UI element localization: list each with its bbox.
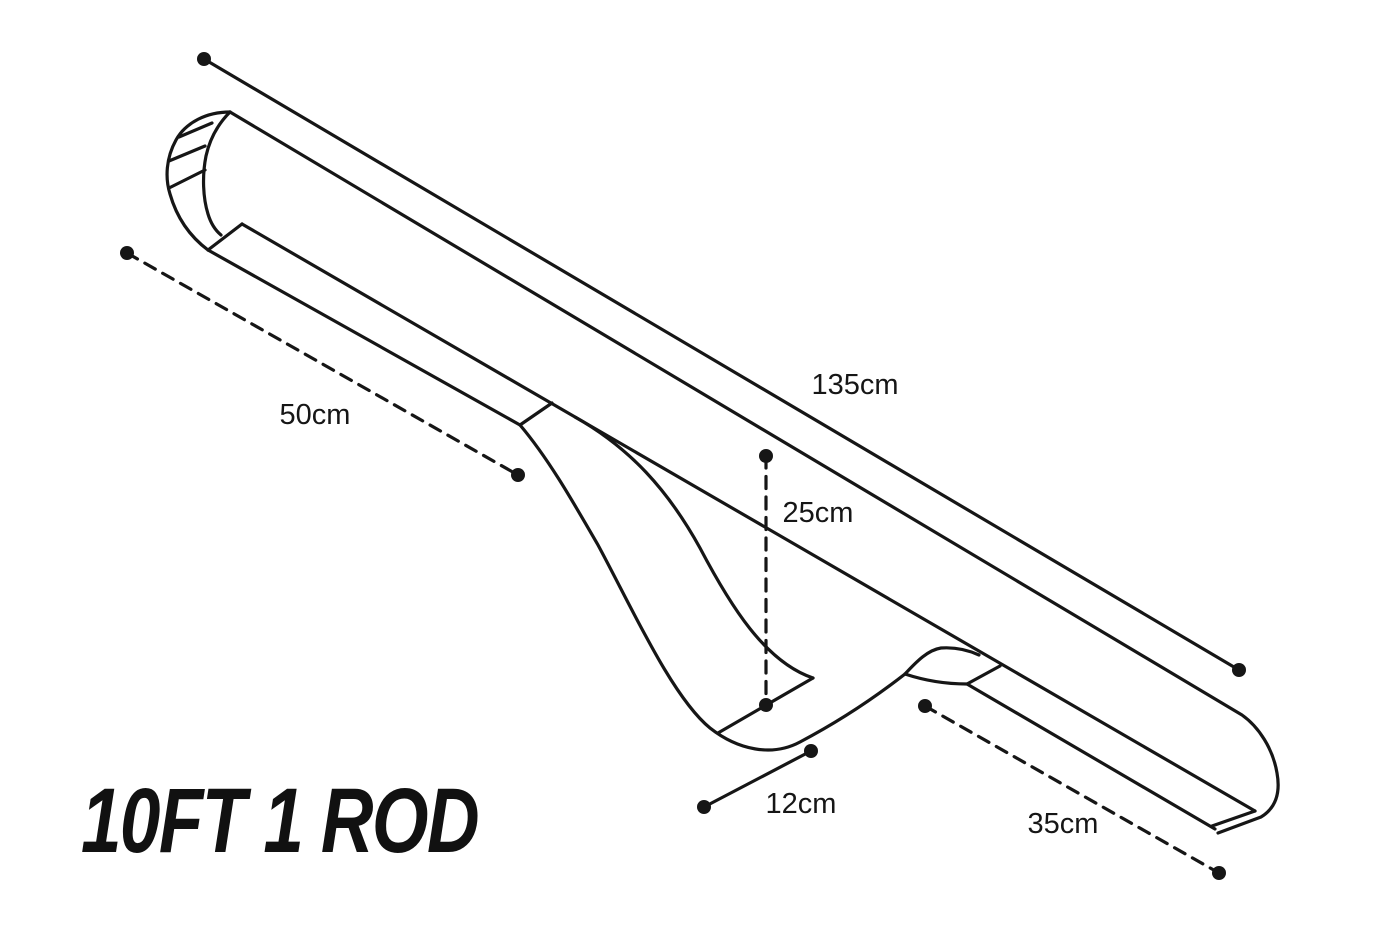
tube-bottom-edge-left [206, 248, 522, 427]
dimension-pouch-drop: 25cm [759, 449, 853, 712]
reel-pouch-inner-curve [573, 415, 815, 680]
dimension-label-pouch-drop: 25cm [783, 497, 854, 529]
dimension-endpoint-dot [120, 246, 134, 260]
tube-top-edge [228, 110, 1280, 835]
dimension-left-section: 50cm [120, 246, 525, 482]
dimension-label-left-section: 50cm [280, 399, 351, 431]
dimension-label-overall-length: 135cm [811, 369, 898, 401]
side-crease-line [240, 222, 1257, 813]
dimension-endpoint-dot [804, 744, 818, 758]
dimension-label-tip-section: 35cm [1028, 808, 1099, 840]
dimension-line-135cm [202, 57, 1241, 672]
holdall-outline [165, 110, 1280, 835]
dimension-endpoint-dot [197, 52, 211, 66]
tip-seam-tick [965, 664, 1002, 686]
dimension-label-pouch-base: 12cm [766, 788, 837, 820]
dimension-line-12cm [702, 749, 813, 809]
dimension-tip-section: 35cm [918, 699, 1226, 880]
dimension-endpoint-dot [511, 468, 525, 482]
dimension-endpoint-dot [697, 800, 711, 814]
dimension-line-50cm [125, 251, 520, 477]
dimension-endpoint-dot [759, 698, 773, 712]
dimension-pouch-base: 12cm [697, 744, 836, 820]
fabric-wave-curve [903, 646, 981, 676]
right-end-face-edge [1210, 809, 1257, 828]
left-cap-hatch-line [177, 121, 214, 139]
dimension-endpoint-dot [918, 699, 932, 713]
left-end-cap-outer [165, 110, 232, 252]
dimension-annotations: 135cm 50cm 25cm 12cm [120, 52, 1246, 880]
dimension-endpoint-dot [759, 449, 773, 463]
left-cap-seam [206, 222, 244, 252]
pouch-seam-tick [518, 401, 554, 427]
left-cap-hatch-line [167, 144, 207, 163]
dimension-overall-length: 135cm [197, 52, 1246, 677]
dimension-endpoint-dot [1232, 663, 1246, 677]
reel-pouch-outline [518, 423, 907, 752]
dimension-endpoint-dot [1212, 866, 1226, 880]
dimension-line-35cm [923, 704, 1221, 875]
product-title: 10FT 1 ROD [81, 770, 478, 872]
left-cap-hatch-line [167, 168, 207, 190]
left-end-cap-rim [201, 110, 232, 237]
